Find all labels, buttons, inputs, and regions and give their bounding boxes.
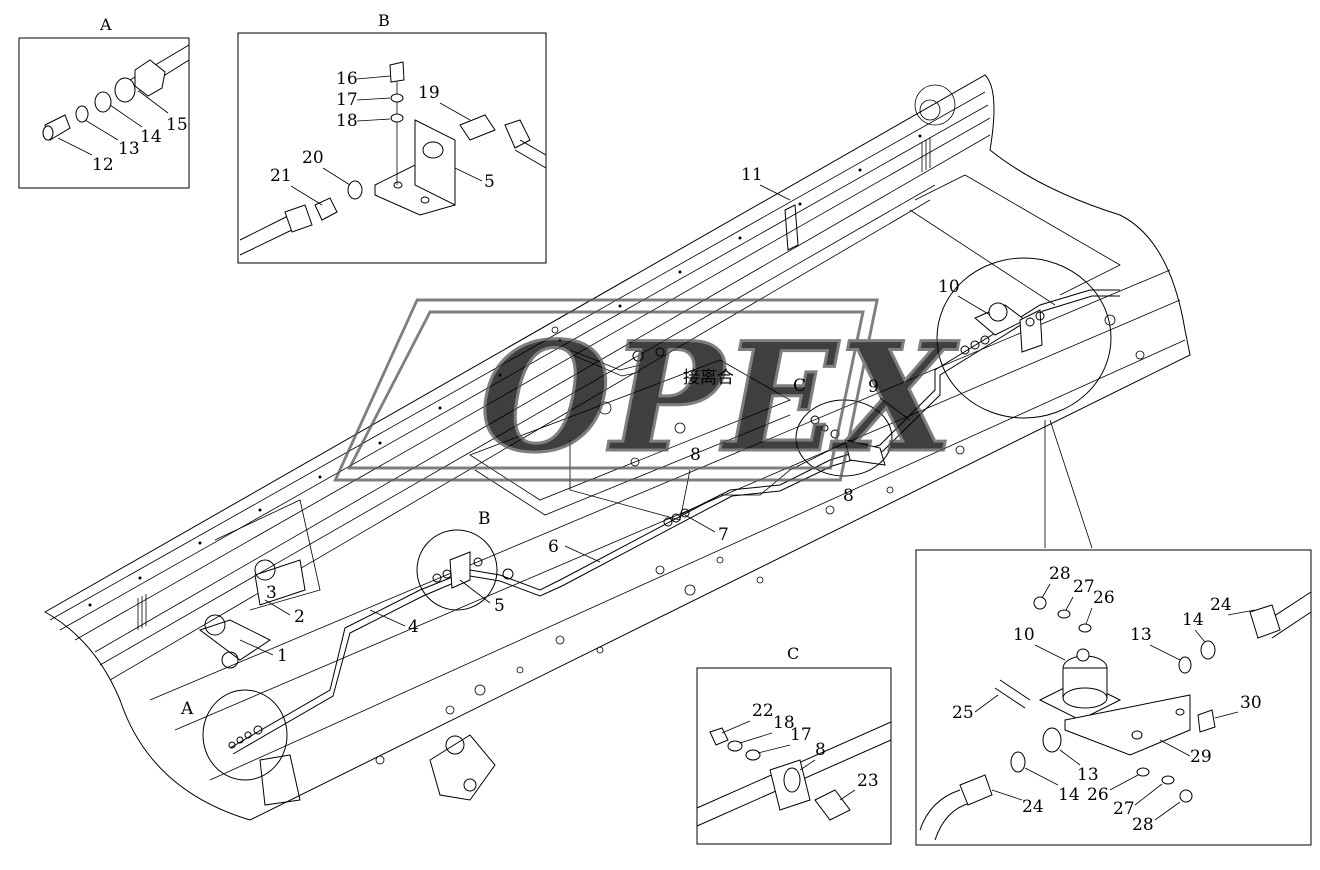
inset-b-label-18: 18 — [336, 111, 358, 131]
inset-c-label-22: 22 — [752, 701, 774, 721]
inset-b-label-21: 21 — [270, 166, 292, 186]
inset-d-label-24-bottom: 24 — [1022, 797, 1044, 817]
opex-watermark: OPEX — [333, 298, 961, 488]
chassis-frame — [43, 74, 1191, 821]
inset-d-label-14-top: 14 — [1182, 610, 1204, 630]
callout-2: 2 — [294, 607, 305, 627]
inset-d: 28 27 26 24 10 14 13 25 30 29 13 14 24 2… — [915, 549, 1312, 846]
callout-8-b: 8 — [843, 486, 854, 506]
inset-a: A 15 14 13 12 — [18, 15, 190, 189]
inset-d-label-26-bottom: 26 — [1087, 785, 1109, 805]
callout-a-main: A — [180, 699, 194, 719]
inset-d-label-28-top: 28 — [1049, 564, 1071, 584]
inset-b: B 16 17 18 19 20 21 5 — [237, 11, 547, 264]
inset-c-label-17: 17 — [790, 725, 812, 745]
callout-7: 7 — [718, 525, 729, 545]
inset-a-title: A — [99, 15, 112, 34]
main-fittings — [228, 204, 1045, 749]
callout-4: 4 — [408, 617, 419, 637]
inset-d-label-10: 10 — [1013, 625, 1035, 645]
callout-9: 9 — [868, 377, 879, 397]
callout-c-main: C — [793, 376, 806, 396]
inset-a-label-14: 14 — [140, 127, 162, 147]
inset-d-label-24-top: 24 — [1210, 595, 1232, 615]
inset-d-label-27-bottom: 27 — [1113, 799, 1135, 819]
inset-c-label-18: 18 — [773, 713, 795, 733]
inset-b-label-19: 19 — [418, 83, 440, 103]
inset-d-label-13-top: 13 — [1130, 625, 1152, 645]
inset-c-label-8: 8 — [815, 740, 826, 760]
inset-d-label-14-bottom: 14 — [1058, 785, 1080, 805]
callout-b-main: B — [478, 509, 491, 529]
inset-d-label-26-top: 26 — [1093, 588, 1115, 608]
callout-text-jieli: 接离合 — [683, 368, 734, 388]
inset-a-label-15: 15 — [166, 115, 188, 135]
watermark-text: OPEX — [480, 310, 960, 486]
callout-3: 3 — [266, 583, 277, 603]
inset-d-label-25: 25 — [952, 703, 974, 723]
callout-10: 10 — [938, 277, 960, 297]
inset-b-label-20: 20 — [302, 148, 324, 168]
inset-a-label-13: 13 — [118, 139, 140, 159]
inset-b-title: B — [378, 11, 390, 30]
inset-b-label-5: 5 — [484, 172, 495, 192]
inset-d-label-29: 29 — [1190, 747, 1212, 767]
inset-c-label-23: 23 — [857, 771, 879, 791]
inset-c: C 22 18 17 8 23 — [696, 644, 892, 845]
inset-b-label-17: 17 — [336, 90, 358, 110]
inset-d-label-28-bottom: 28 — [1132, 815, 1154, 835]
callout-11: 11 — [741, 165, 763, 185]
inset-d-label-13-bottom: 13 — [1077, 765, 1099, 785]
callout-6: 6 — [548, 537, 559, 557]
inset-b-label-16: 16 — [336, 69, 358, 89]
callout-1: 1 — [277, 646, 288, 666]
main-callouts: 接离合 11 10 C 9 8 8 7 B 6 5 4 3 2 1 A — [180, 165, 991, 719]
callout-5: 5 — [494, 596, 505, 616]
callout-8-a: 8 — [690, 445, 701, 465]
inset-d-label-30: 30 — [1240, 693, 1262, 713]
inset-d-label-27-top: 27 — [1073, 577, 1095, 597]
inset-a-label-12: 12 — [92, 155, 114, 175]
inset-c-title: C — [787, 644, 799, 663]
